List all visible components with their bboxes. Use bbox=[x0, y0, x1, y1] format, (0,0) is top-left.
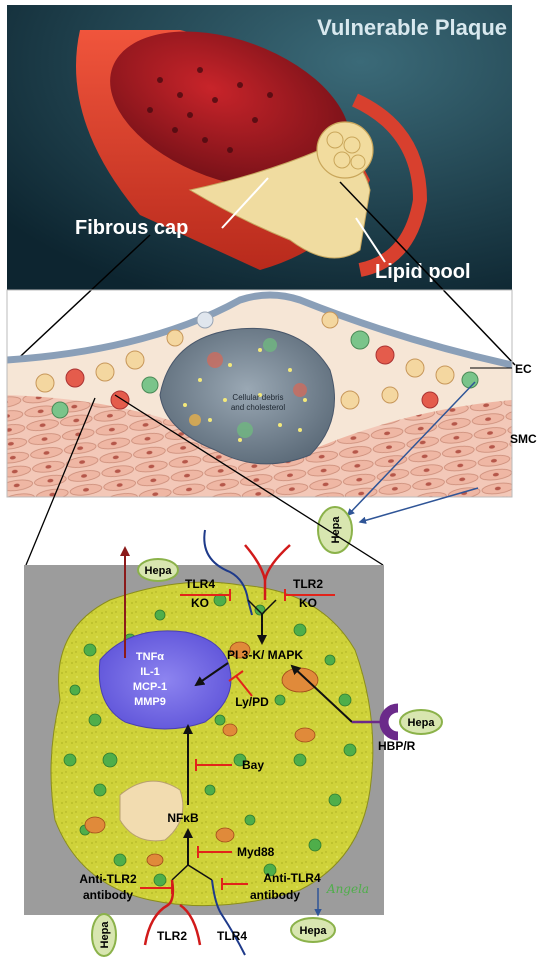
hepa-bubble-bottom-left bbox=[91, 913, 117, 957]
lipid-pool-leader bbox=[355, 217, 386, 263]
lipid-pool-label: Lipid pool bbox=[375, 261, 471, 283]
tlr2-receptor-bottom-right bbox=[179, 903, 202, 946]
tlr4-label: TLR4 bbox=[217, 929, 247, 943]
smc-label: SMC bbox=[510, 432, 537, 446]
tlr4-ko-line2: KO bbox=[191, 596, 209, 610]
hbpr-label: HBP/R bbox=[378, 739, 416, 753]
nucleus-gene-1: TNFα bbox=[136, 651, 164, 663]
tlr2-ko-line1: TLR2 bbox=[293, 577, 323, 591]
phagosome bbox=[119, 780, 184, 842]
nucleus bbox=[98, 630, 232, 730]
plaque-title: Vulnerable Plaque bbox=[317, 15, 507, 40]
hepa-arrow-ec bbox=[346, 381, 476, 517]
tlr2-ko-line2: KO bbox=[299, 596, 317, 610]
lypd-inhibit-line bbox=[235, 675, 253, 697]
macrophage-cytoplasm bbox=[50, 581, 374, 907]
hepa-label-bottom-left: Hepa bbox=[99, 921, 111, 949]
fibrous-cap-label: Fibrous cap bbox=[75, 217, 188, 239]
plaque-nodule bbox=[316, 121, 374, 179]
blood-cells bbox=[147, 67, 273, 153]
macrophages bbox=[35, 311, 479, 419]
core-label-line2: and cholesterol bbox=[231, 403, 285, 412]
hepa-label-right: Hepa bbox=[408, 717, 436, 729]
zoom-line-right-top bbox=[339, 181, 516, 366]
debris-cells bbox=[189, 338, 307, 438]
hepa-bubble-middle bbox=[317, 506, 353, 554]
hepa-arrow-smc bbox=[358, 487, 479, 524]
core-label-line1: Cellular debris bbox=[232, 393, 283, 402]
fibrous-cap-leader bbox=[221, 177, 269, 229]
nucleus-gene-2: IL-1 bbox=[140, 666, 160, 678]
artist-signature: Angela bbox=[326, 882, 369, 896]
pi3k-to-nucleus-arrow bbox=[194, 662, 229, 687]
anti-tlr4-line1: Anti-TLR4 bbox=[263, 871, 321, 885]
hepa-bubble-right bbox=[399, 709, 443, 735]
anti-tlr2-line1: Anti-TLR2 bbox=[79, 872, 137, 886]
plaque-nodule-texture bbox=[326, 131, 366, 170]
hepa-bubble-bottom-right bbox=[290, 917, 336, 943]
zoom-line-right-bottom bbox=[114, 394, 384, 566]
tlr4-receptor-bottom bbox=[211, 879, 246, 956]
nfkb-label: NFκB bbox=[167, 811, 199, 825]
endothelium bbox=[6, 291, 513, 369]
hbpr-cup bbox=[379, 703, 399, 741]
nucleus-gene-4: MMP9 bbox=[134, 696, 166, 708]
artery-rim bbox=[351, 93, 428, 277]
necrotic-core bbox=[159, 327, 335, 465]
artery-cross-section-panel: Cellular debris and cholesterol EC bbox=[6, 289, 537, 554]
bottom-receptor-convergence bbox=[171, 864, 213, 881]
artery-lumen bbox=[110, 31, 350, 189]
tlr4-receptor-top bbox=[203, 529, 249, 601]
tlr4-ko-line1: TLR4 bbox=[185, 577, 215, 591]
hepa-label-bottom-right: Hepa bbox=[300, 925, 328, 937]
vulnerable-plaque-panel: Vulnerable Plaque Fibrous cap Lipid pool bbox=[7, 5, 512, 290]
myd88-label: Myd88 bbox=[237, 845, 275, 859]
anti-tlr4-line2: antibody bbox=[250, 888, 300, 902]
lysosomes bbox=[84, 641, 319, 867]
tlr2-label: TLR2 bbox=[157, 929, 187, 943]
smooth-muscle-layer bbox=[7, 395, 512, 497]
hbpr-to-pi3k-arrow bbox=[290, 664, 353, 723]
nucleus-gene-3: MCP-1 bbox=[133, 681, 167, 693]
tlr2-receptor-bottom-left bbox=[143, 879, 175, 946]
lypd-label: Ly/PD bbox=[235, 695, 269, 709]
bay-label: Bay bbox=[242, 758, 264, 772]
hepa-label-top: Hepa bbox=[145, 565, 173, 577]
cholesterol-crystals bbox=[183, 348, 307, 442]
plaque-lesion bbox=[188, 149, 371, 259]
hepa-bubble-top bbox=[137, 558, 179, 582]
lypd-inhibit-tee bbox=[228, 670, 244, 682]
pi3k-mapk-label: PI 3-K/ MAPK bbox=[227, 648, 303, 662]
anti-tlr2-line2: antibody bbox=[83, 888, 133, 902]
middle-panel-frame bbox=[6, 289, 513, 498]
zoom-line-left-bottom bbox=[25, 397, 96, 566]
ec-label: EC bbox=[515, 362, 532, 376]
hepa-label-middle: Hepa bbox=[330, 516, 342, 544]
zoom-line-left-top bbox=[7, 234, 151, 369]
macrophage-signaling-panel: TNFα IL-1 MCP-1 MMP9 Hepa TLR4 KO TLR2 K… bbox=[24, 529, 443, 957]
tlr4-receptor-stem bbox=[247, 599, 253, 616]
